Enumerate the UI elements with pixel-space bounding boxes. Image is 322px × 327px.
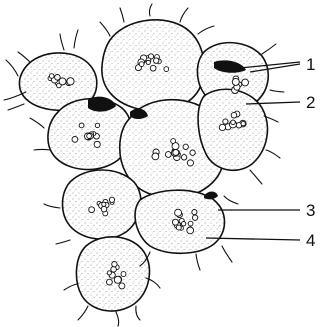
protrusion	[8, 104, 24, 110]
leader-line-4	[206, 238, 300, 240]
granule	[175, 209, 182, 216]
cell-right-middle	[198, 89, 267, 170]
protrusion	[60, 34, 64, 50]
protrusion	[6, 60, 18, 76]
granule	[190, 150, 195, 155]
protrusion	[180, 8, 188, 22]
protrusion	[116, 312, 119, 326]
granule	[171, 139, 176, 144]
granule	[187, 227, 194, 234]
label-3: 3	[306, 201, 315, 220]
granule	[172, 219, 178, 225]
protrusion	[30, 118, 44, 128]
protrusion	[34, 149, 50, 150]
label-2: 2	[306, 93, 315, 112]
protrusion	[250, 170, 262, 184]
label-1: 1	[306, 55, 315, 74]
granule	[164, 67, 169, 72]
protrusion	[149, 4, 152, 16]
protrusion	[56, 240, 70, 244]
granule	[119, 283, 125, 289]
protrusion	[136, 306, 140, 320]
granule	[150, 65, 156, 71]
protrusion	[270, 90, 284, 92]
granule	[165, 152, 171, 158]
granule	[112, 262, 117, 267]
granule	[187, 160, 193, 166]
granule	[79, 123, 84, 128]
granule	[139, 62, 144, 67]
granule	[231, 112, 237, 118]
granule	[176, 225, 181, 230]
granule	[219, 124, 225, 130]
granule	[152, 153, 159, 160]
granule	[232, 78, 239, 85]
granule	[89, 207, 95, 213]
granule	[192, 215, 197, 220]
granule	[231, 120, 236, 125]
granule	[72, 137, 78, 143]
protrusion	[266, 150, 280, 158]
granule	[67, 78, 74, 85]
protrusion	[224, 196, 238, 204]
granule	[223, 119, 228, 124]
granule	[101, 206, 107, 212]
granule	[49, 74, 54, 79]
protrusion	[64, 284, 78, 290]
granule	[121, 272, 126, 277]
granule	[242, 79, 249, 86]
granule	[102, 202, 106, 206]
granule	[192, 210, 197, 215]
granule	[107, 271, 111, 275]
protrusion	[44, 204, 60, 208]
granule	[94, 141, 100, 147]
protrusion	[196, 254, 200, 270]
protrusion	[120, 8, 124, 22]
granule	[111, 267, 117, 273]
label-4: 4	[306, 231, 315, 250]
granule	[95, 123, 99, 127]
granule	[114, 276, 121, 283]
protrusion	[78, 306, 88, 320]
granule	[87, 134, 92, 139]
granule	[181, 222, 185, 226]
granule	[109, 197, 114, 202]
protrusion	[262, 44, 276, 54]
label-group-3: 3	[218, 201, 315, 220]
granule	[173, 150, 179, 156]
granule	[107, 279, 113, 285]
granule	[154, 58, 159, 63]
granule	[241, 121, 245, 125]
protrusion	[100, 22, 110, 36]
protrusion	[74, 30, 78, 48]
granule	[146, 60, 150, 64]
granule	[183, 144, 188, 149]
protrusion	[18, 52, 30, 62]
protrusion	[198, 26, 214, 34]
granule	[188, 221, 193, 226]
granule	[59, 78, 66, 85]
protrusion	[222, 246, 232, 262]
granule	[181, 155, 186, 160]
